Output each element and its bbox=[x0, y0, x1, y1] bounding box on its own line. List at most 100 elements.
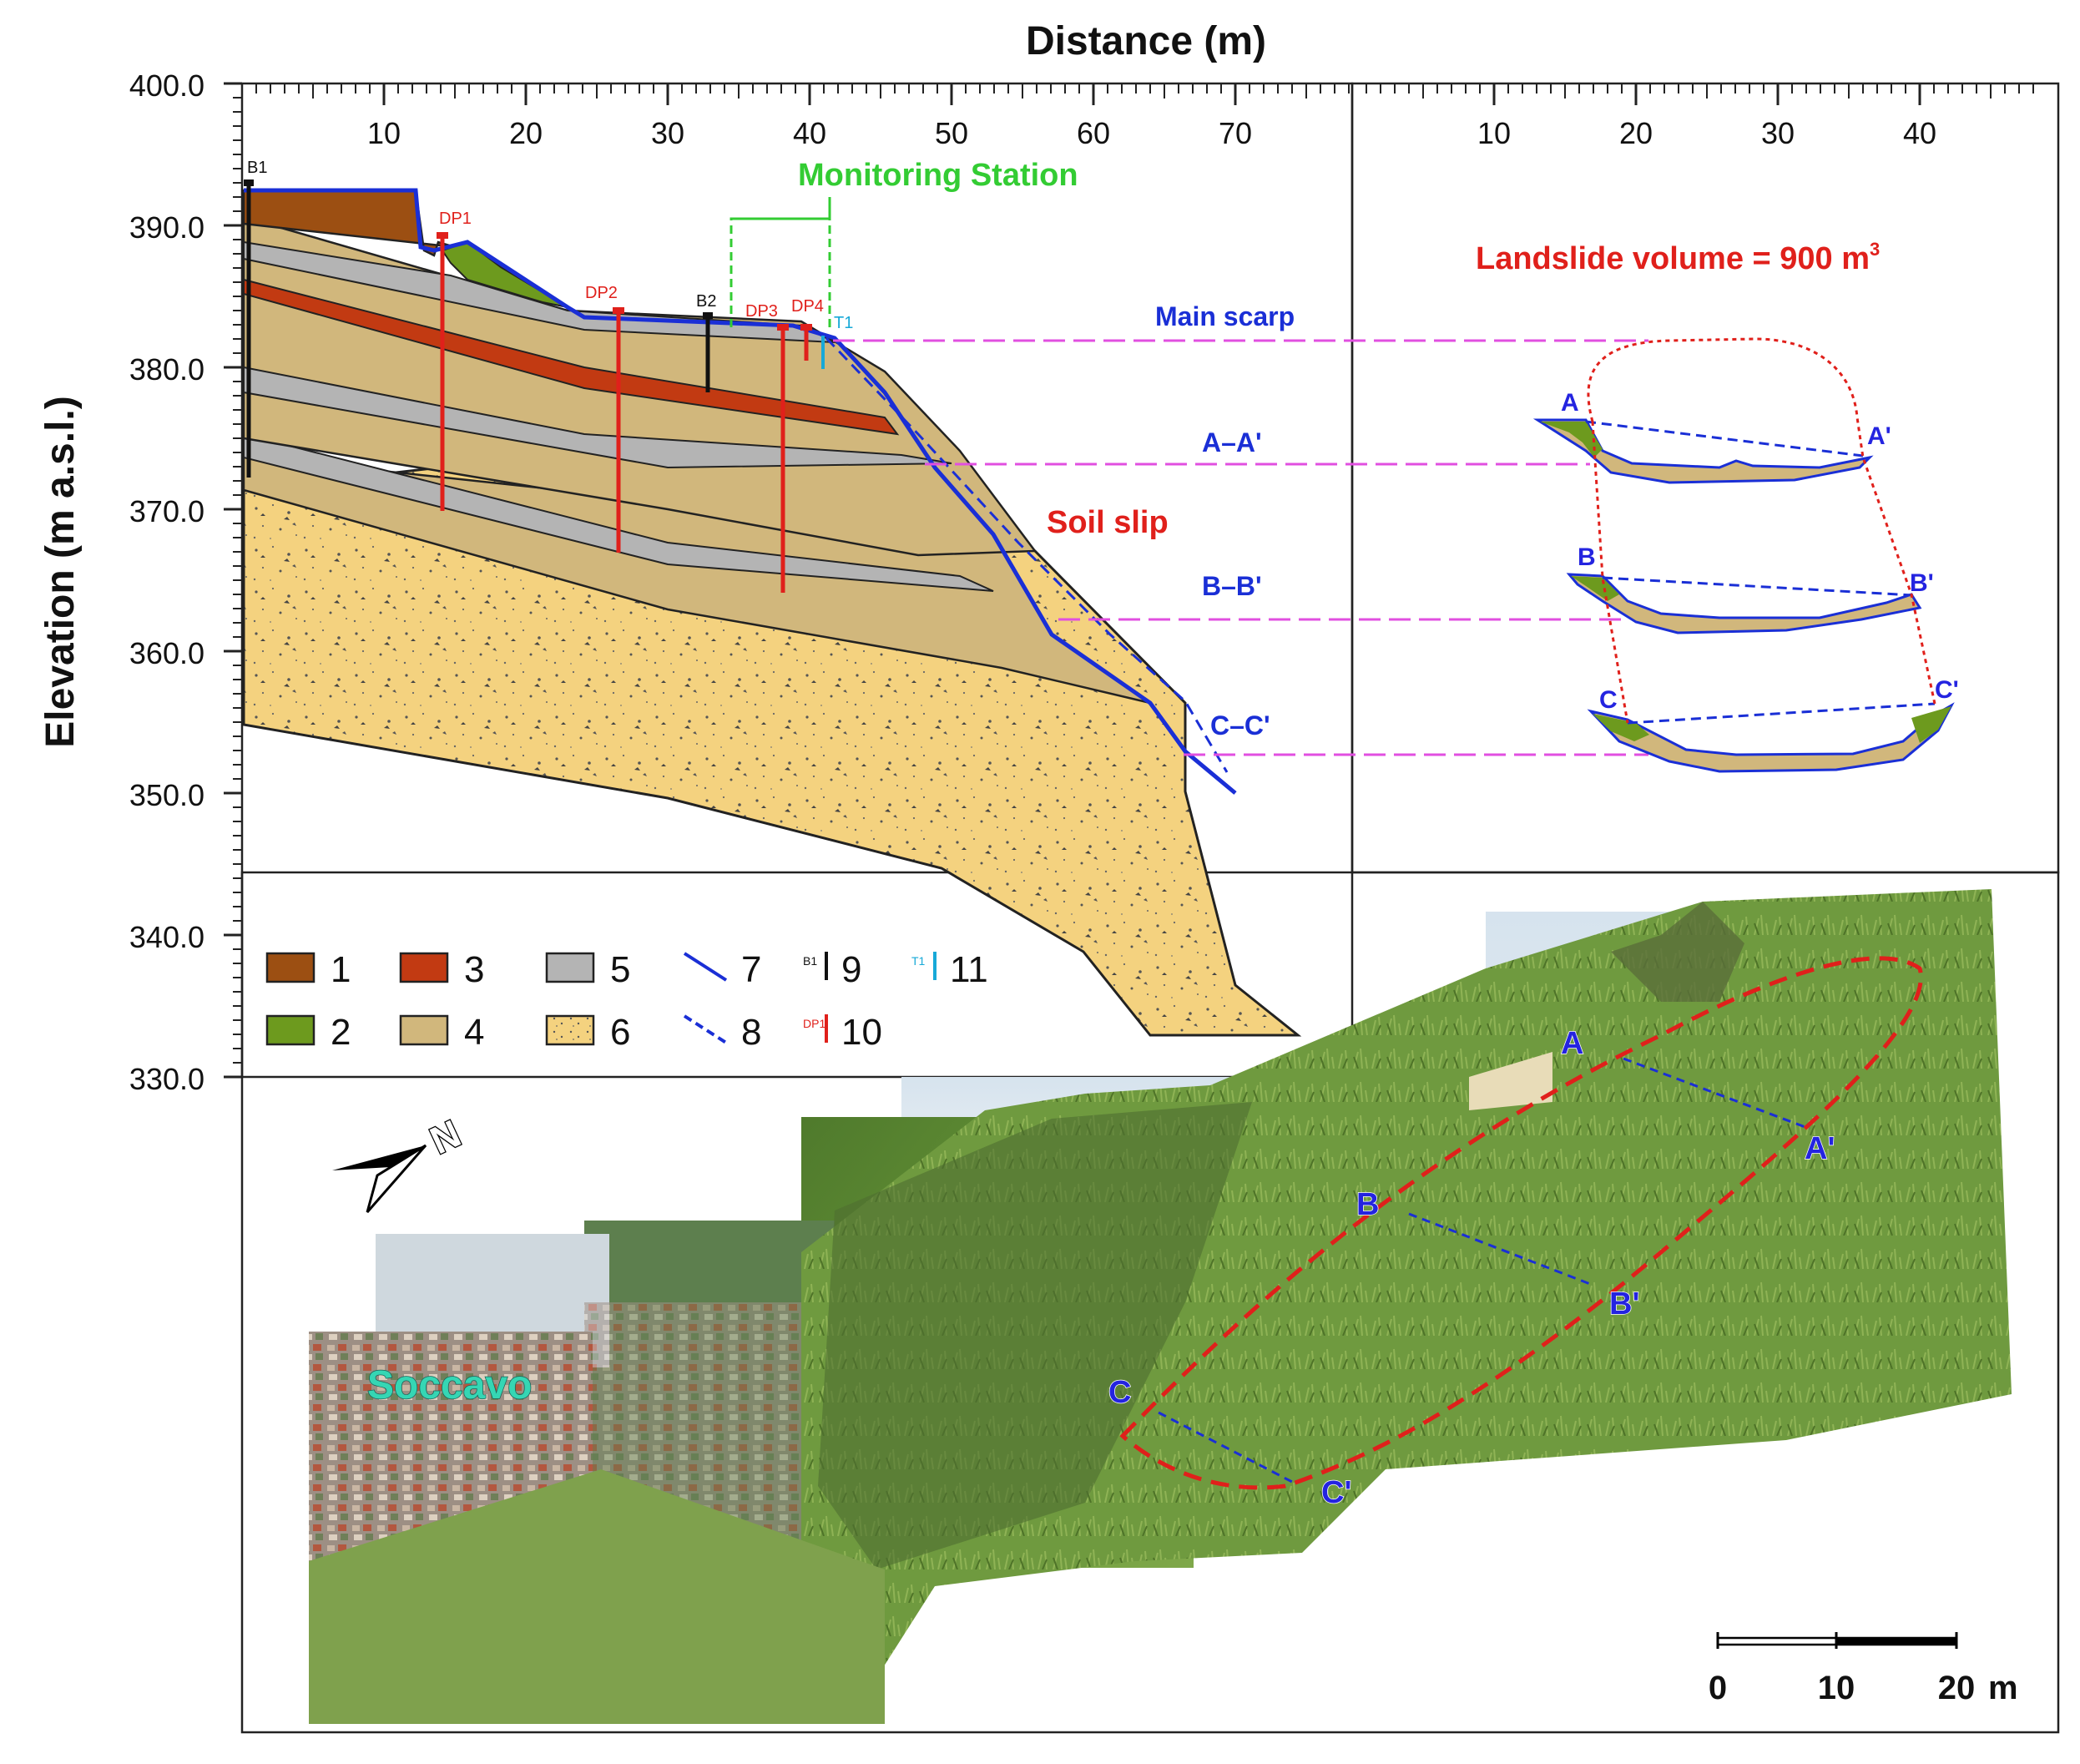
plan-profile-cc-green bbox=[1593, 714, 1649, 741]
plan-distance-tick-label: 30 bbox=[1761, 116, 1795, 150]
photo-label-b-prime: B' bbox=[1609, 1286, 1639, 1322]
legend-label-5: 5 bbox=[610, 949, 630, 990]
photo-label-a-prime: A' bbox=[1805, 1131, 1835, 1166]
photo-label-b: B bbox=[1356, 1187, 1379, 1222]
legend-tag-9: B1 bbox=[803, 954, 817, 968]
legend-item-8: 8 bbox=[683, 1012, 761, 1053]
legend-swatch-2 bbox=[265, 1014, 316, 1046]
main-scarp-label: Main scarp bbox=[1155, 301, 1295, 331]
x-axis-title: Distance (m) bbox=[1026, 19, 1266, 63]
y-axis-title: Elevation (m a.s.l.) bbox=[38, 396, 83, 747]
label-b1: B1 bbox=[247, 159, 267, 177]
layer-3-red bbox=[243, 278, 900, 436]
profile-label-bb: B–B' bbox=[1202, 571, 1262, 601]
plan-distance-tick-label: 10 bbox=[1477, 116, 1511, 150]
elevation-tick-label: 400.0 bbox=[129, 68, 204, 103]
chord-aa bbox=[1585, 420, 1864, 457]
monitoring-station-label: Monitoring Station bbox=[798, 158, 1078, 193]
plan-label-a-prime: A' bbox=[1867, 422, 1891, 450]
elevation-tick-label: 340.0 bbox=[129, 920, 204, 954]
elevation-tick-label: 380.0 bbox=[129, 352, 204, 387]
penetrometer-dp2: DP2 bbox=[585, 284, 624, 553]
plan-label-c: C bbox=[1599, 686, 1618, 714]
plan-label-b-prime: B' bbox=[1910, 569, 1934, 597]
distance-tick-label: 40 bbox=[793, 116, 826, 150]
north-label: N bbox=[423, 1111, 467, 1162]
penetrometer-dp4: DP4 bbox=[791, 297, 824, 361]
profile-label-aa: A–A' bbox=[1202, 427, 1262, 457]
penetrometer-dp1: DP1 bbox=[437, 210, 472, 511]
legend-swatch-5 bbox=[545, 952, 595, 983]
cross-section: B1 B2 DP1 DP2 DP3 DP4 T1 bbox=[242, 158, 1302, 1037]
legend-swatch-6 bbox=[545, 1014, 595, 1046]
photo-profile-aa bbox=[1623, 1057, 1810, 1130]
chord-cc bbox=[1627, 702, 1936, 725]
distance-tick-label: 10 bbox=[367, 116, 401, 150]
distance-tick-label: 20 bbox=[509, 116, 543, 150]
legend-swatch-4 bbox=[399, 1014, 449, 1046]
photo-landslide-outline bbox=[1119, 956, 1923, 1490]
distance-tick-label: 50 bbox=[935, 116, 968, 150]
photo-profile-cc bbox=[1158, 1411, 1293, 1483]
plan-distance-tick-label: 40 bbox=[1903, 116, 1936, 150]
ground-profile-line bbox=[244, 188, 1237, 795]
photo-panel: A A' B B' C C' Soccavo N 0 10 20 m bbox=[309, 889, 2018, 1724]
borehole-b2: B2 bbox=[696, 292, 716, 392]
label-dp4: DP4 bbox=[791, 297, 824, 316]
plan-profile-cc bbox=[1587, 702, 1955, 773]
legend-label-11: 11 bbox=[950, 949, 988, 990]
soil-slip-label: Soil slip bbox=[1047, 505, 1169, 540]
layer-5-mid bbox=[243, 366, 952, 469]
legend-item-7: 7 bbox=[683, 949, 761, 990]
penetrometer-dp3: DP3 bbox=[745, 302, 789, 593]
legend-label-9: 9 bbox=[841, 949, 861, 990]
label-dp2: DP2 bbox=[585, 284, 618, 302]
legend-label-8: 8 bbox=[741, 1012, 761, 1053]
volume-label: Landslide volume = 900 m3 bbox=[1476, 239, 1880, 276]
legend-line-7 bbox=[683, 952, 728, 982]
legend-swatch-1 bbox=[265, 952, 316, 983]
plan-profile-cc-green-right bbox=[1911, 706, 1951, 743]
legend-item-6: 6 bbox=[545, 1012, 630, 1053]
slip-surface-line bbox=[825, 336, 1229, 773]
guide-lines bbox=[833, 339, 1648, 756]
legend-label-6: 6 bbox=[610, 1012, 630, 1053]
plan-profile-aa-green bbox=[1540, 422, 1603, 457]
plan-label-b: B bbox=[1578, 543, 1596, 571]
plan-label-a: A bbox=[1561, 389, 1579, 417]
plan-profile-bb-green bbox=[1571, 576, 1619, 601]
legend-swatch-3 bbox=[399, 952, 449, 983]
elevation-tick-label: 350.0 bbox=[129, 778, 204, 812]
photo-mosaic bbox=[309, 889, 2012, 1724]
volume-label-text: Landslide volume = 900 m bbox=[1476, 241, 1870, 276]
scale-label-10: 10 bbox=[1818, 1670, 1855, 1706]
profile-label-cc: C–C' bbox=[1210, 710, 1270, 740]
photo-label-c: C bbox=[1108, 1375, 1131, 1410]
legend-label-10: 10 bbox=[841, 1012, 882, 1053]
legend-item-3: 3 bbox=[399, 949, 484, 990]
label-b2: B2 bbox=[696, 292, 716, 311]
plan-profile-aa bbox=[1532, 418, 1874, 484]
plan-distance-tick-label: 20 bbox=[1619, 116, 1653, 150]
legend-item-1: 1 bbox=[265, 949, 351, 990]
borehole-b1: B1 bbox=[244, 159, 267, 478]
scale-label-20: 20 bbox=[1938, 1670, 1976, 1706]
chord-bb bbox=[1602, 576, 1914, 597]
photo-profile-bb bbox=[1408, 1212, 1591, 1286]
legend-line-8 bbox=[683, 1014, 728, 1044]
distance-tick-label: 60 bbox=[1077, 116, 1110, 150]
volume-envelope bbox=[1587, 337, 1936, 724]
legend-item-4: 4 bbox=[399, 1012, 484, 1053]
north-arrow-icon: N bbox=[332, 1110, 468, 1213]
legend-label-2: 2 bbox=[331, 1012, 351, 1053]
elevation-tick-label: 370.0 bbox=[129, 494, 204, 528]
location-label: Soccavo bbox=[367, 1363, 532, 1408]
legend-item-5: 5 bbox=[545, 949, 630, 990]
label-dp3: DP3 bbox=[745, 302, 778, 321]
distance-tick-label: 30 bbox=[651, 116, 684, 150]
